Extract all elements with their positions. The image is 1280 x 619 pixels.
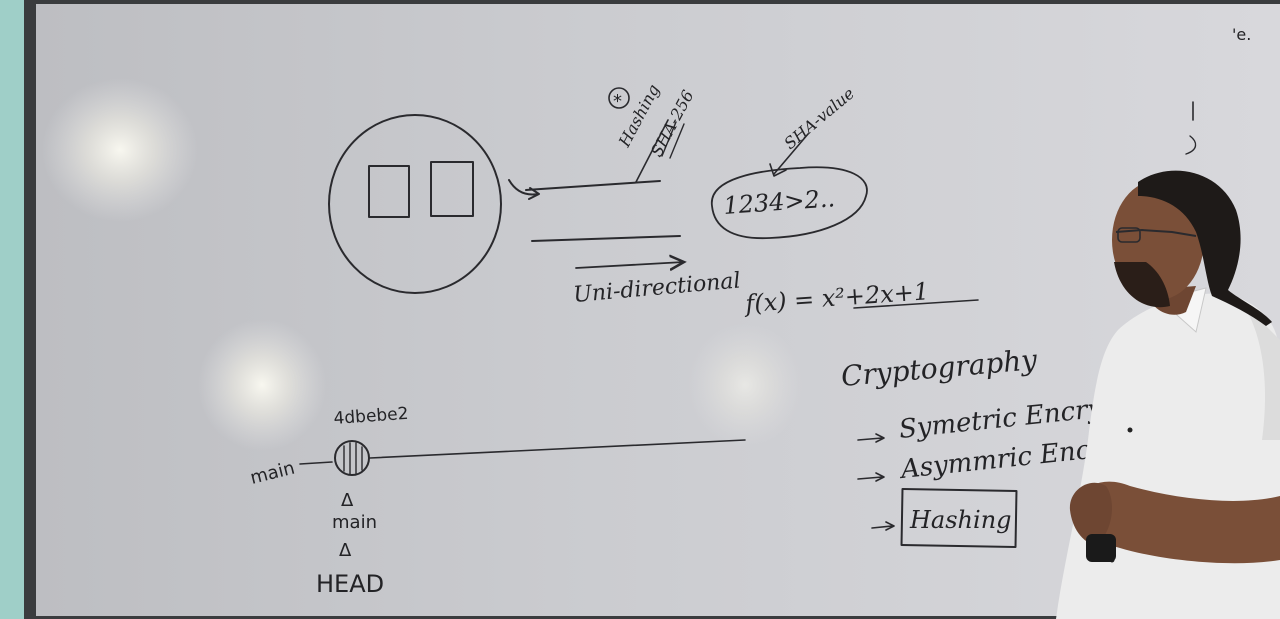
presenter-arm <box>1076 481 1280 564</box>
corner-mark: 'e. <box>1232 25 1251 44</box>
pointer-head-label: HEAD <box>316 570 384 598</box>
commit-node <box>334 440 370 476</box>
presenter <box>1056 170 1280 619</box>
pointer-arrow-2: Δ <box>339 540 352 561</box>
presenter-hair <box>1138 170 1272 326</box>
topic-item-3-label: Hashing <box>909 506 1012 534</box>
hash-output-blob <box>711 166 868 240</box>
star-mark: * <box>608 87 630 112</box>
pointer-arrow-1: Δ <box>341 490 354 511</box>
topic-item-3: Hashing <box>871 488 1018 548</box>
git-diagram: 4dbebe2 main Δ main Δ HEAD <box>248 404 746 598</box>
glare-1 <box>42 78 198 222</box>
circle-diagram <box>328 114 684 294</box>
glare-2 <box>198 319 326 451</box>
glare-3 <box>687 323 803 447</box>
pointer-main-label: main <box>332 512 377 533</box>
star-glyph: * <box>613 91 622 112</box>
hashing-box <box>900 488 1018 548</box>
